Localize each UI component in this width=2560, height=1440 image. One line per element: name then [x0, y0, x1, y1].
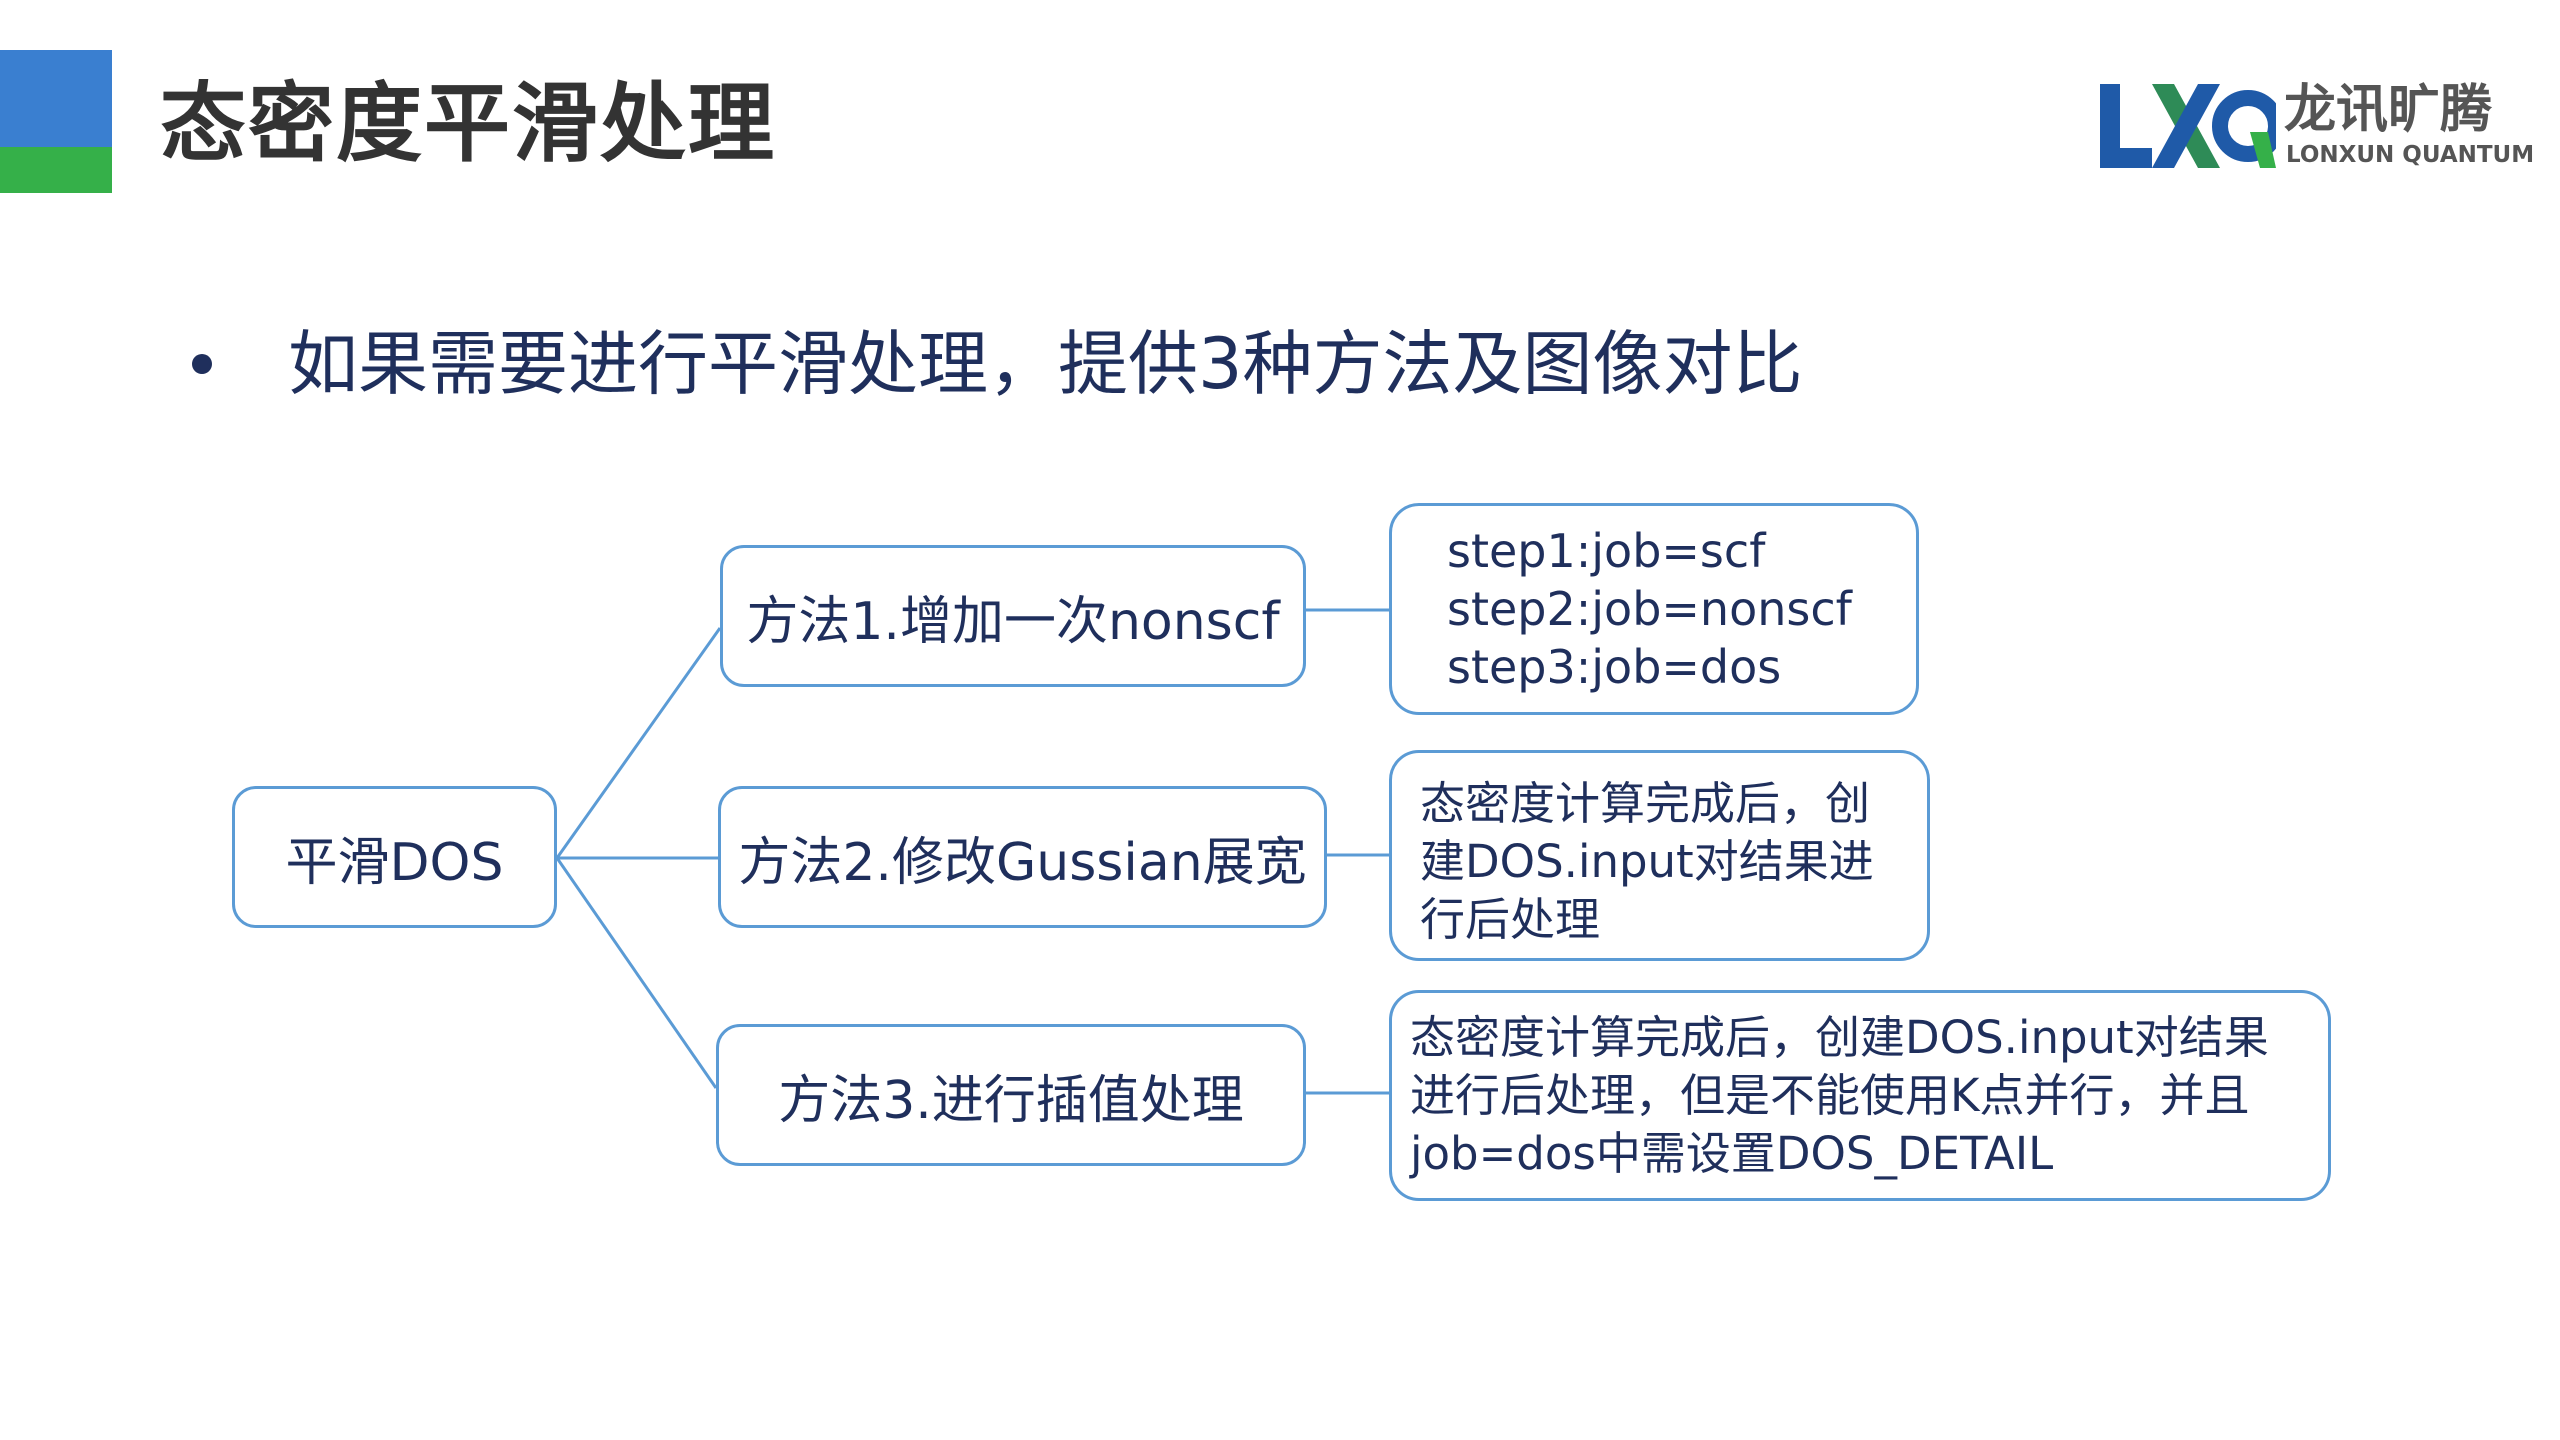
method-2-label: 方法2.修改Gussian展宽 [738, 832, 1307, 893]
method-3-note: 态密度计算完成后，创建DOS.input对结果 进行后处理，但是不能使用K点并行… [1389, 990, 2331, 1201]
lxq-logo-icon [2100, 84, 2276, 168]
root-node-label: 平滑DOS [285, 832, 504, 893]
connector-root-method3 [555, 857, 718, 1089]
company-logo: 龙讯旷腾 LONXUN QUANTUM [2100, 80, 2540, 172]
note-line: step1:job=scf [1447, 524, 1766, 578]
logo-name-cn: 龙讯旷腾 [2284, 80, 2493, 140]
note-line: 建DOS.input对结果进 [1420, 835, 1874, 888]
bullet-text: 如果需要进行平滑处理，提供3种方法及图像对比 [288, 323, 1803, 405]
method-node-1: 方法1.增加一次nonscf [720, 545, 1306, 687]
note-line: step2:job=nonscf [1447, 582, 1852, 636]
method-2-note: 态密度计算完成后，创 建DOS.input对结果进 行后处理 [1389, 750, 1930, 961]
method-3-label: 方法3.进行插值处理 [778, 1070, 1244, 1131]
note-line: 行后处理 [1420, 893, 1601, 946]
note-line: step3:job=dos [1447, 640, 1782, 694]
connector-root-method1 [555, 627, 722, 859]
method-node-3: 方法3.进行插值处理 [716, 1024, 1306, 1166]
method-node-2: 方法2.修改Gussian展宽 [718, 786, 1327, 928]
method-1-note: step1:job=scf step2:job=nonscf step3:job… [1389, 503, 1919, 715]
note-line: 态密度计算完成后，创建DOS.input对结果 [1410, 1011, 2269, 1064]
page-title: 态密度平滑处理 [160, 74, 776, 174]
accent-block-blue [0, 50, 112, 147]
note-line: 进行后处理，但是不能使用K点并行，并且 [1410, 1069, 2250, 1122]
method-1-label: 方法1.增加一次nonscf [746, 591, 1280, 652]
logo-name-en: LONXUN QUANTUM [2286, 142, 2535, 168]
root-node-smooth-dos: 平滑DOS [232, 786, 557, 928]
note-line: job=dos中需设置DOS_DETAIL [1410, 1127, 2054, 1180]
note-line: 态密度计算完成后，创 [1420, 777, 1871, 830]
accent-block-green [0, 147, 112, 193]
bullet-dot-icon [192, 354, 212, 374]
